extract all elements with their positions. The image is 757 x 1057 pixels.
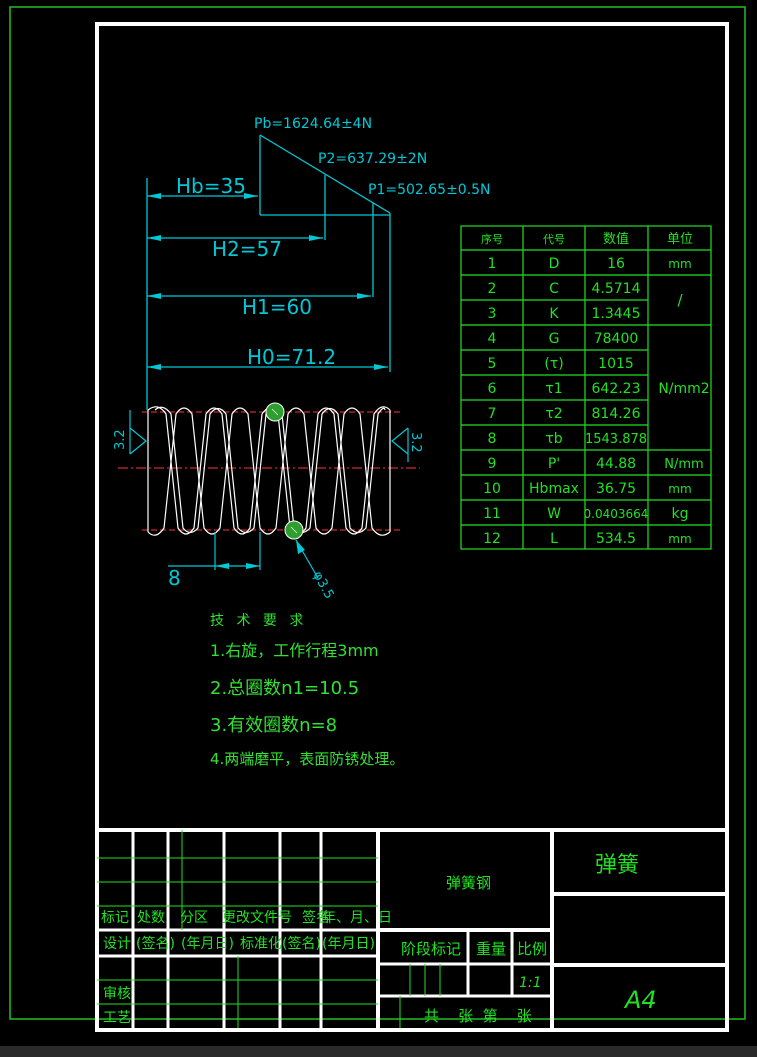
roughness-symbols	[129, 410, 409, 462]
tb-date: 年、月、日	[322, 910, 392, 926]
cell-value: 4.5714	[592, 281, 641, 297]
spring-drawing	[118, 402, 420, 540]
cell-value: 1543.878	[585, 432, 647, 447]
cell-value: 1.3445	[592, 306, 641, 322]
h1-label: H1=60	[242, 295, 312, 319]
tb-scale: 1:1	[519, 975, 542, 991]
th-no: 序号	[481, 232, 503, 246]
cell-code: W	[547, 506, 561, 522]
cell-no: 2	[488, 281, 497, 297]
dimension-arrows	[147, 193, 388, 370]
tb-material: 弹簧钢	[446, 874, 491, 892]
load-diagram	[146, 134, 391, 410]
param-table-grid	[460, 225, 712, 550]
tb-process: 工艺	[103, 1010, 131, 1026]
title-block	[97, 828, 727, 1028]
note-item-4: 4.两端磨平，表面防锈处理。	[210, 750, 405, 768]
cell-unit: N/mm	[664, 457, 703, 472]
tb-sheets: 共 张 第 张	[424, 1007, 532, 1025]
cell-code: P'	[548, 456, 560, 472]
cell-unit: N/mm2	[658, 381, 709, 397]
cell-no: 9	[488, 456, 497, 472]
pitch-dimension	[168, 532, 261, 570]
hb-label: Hb=35	[176, 174, 246, 198]
cell-code: D	[549, 256, 560, 272]
inner-frame	[95, 22, 729, 1032]
param-table-rows: 1 D 16 2 C 4.5714 3 K 1.3445 4 G 78400 5…	[483, 256, 710, 547]
th-unit: 单位	[667, 232, 693, 247]
p2-label: P2=637.29±2N	[318, 151, 427, 167]
cell-unit: /	[677, 291, 683, 309]
tb-standard: 标准化	[240, 936, 282, 952]
cell-value: 16	[607, 256, 625, 272]
cell-code: G	[549, 331, 560, 347]
pitch-label: 8	[168, 566, 181, 590]
cell-no: 1	[488, 256, 497, 272]
cell-code: C	[549, 281, 559, 297]
cell-unit: mm	[668, 532, 691, 546]
cell-value: 36.75	[596, 481, 636, 497]
cell-no: 8	[488, 431, 497, 447]
tb-sheet-size: A4	[623, 986, 657, 1014]
cell-code: τb	[545, 431, 562, 447]
tb-standard-date: (年月日)	[322, 936, 375, 952]
roughness-right-label: 3.2	[408, 432, 423, 453]
tb-design: 设计	[103, 936, 131, 952]
tb-weight: 重量	[476, 940, 506, 958]
cell-code: L	[550, 531, 558, 547]
p1-label: P1=502.65±0.5N	[368, 182, 491, 198]
cell-no: 11	[483, 506, 501, 522]
pb-label: Pb=1624.64±4N	[254, 116, 372, 132]
note-item-2: 2.总圈数n1=10.5	[210, 678, 360, 699]
cell-no: 4	[488, 331, 497, 347]
cell-value: 534.5	[596, 531, 636, 547]
cell-value: 1015	[598, 356, 634, 372]
roughness-left-label: 3.2	[113, 429, 128, 450]
cell-code: τ2	[545, 406, 562, 422]
cell-unit: kg	[672, 506, 689, 522]
tb-zone: 分区	[180, 910, 208, 926]
tb-part-name: 弹簧	[595, 853, 639, 878]
th-value: 数值	[603, 231, 629, 247]
cell-value: 642.23	[592, 381, 641, 397]
cell-unit: mm	[668, 482, 691, 496]
cell-no: 12	[483, 531, 501, 547]
note-item-1: 1.右旋，工作行程3mm	[210, 641, 379, 660]
tb-change-doc: 更改文件号	[222, 910, 292, 926]
wire-arrow	[296, 540, 305, 554]
tb-standard-sign: (签名)	[282, 935, 321, 952]
cell-code: K	[549, 306, 559, 322]
cell-value: 0.0403664	[584, 507, 649, 521]
note-item-3: 3.有效圈数n=8	[210, 715, 338, 736]
cell-no: 7	[488, 406, 497, 422]
tb-review: 审核	[103, 986, 131, 1002]
cell-no: 6	[488, 381, 497, 397]
cell-unit: mm	[668, 257, 691, 271]
tb-mark: 标记	[101, 910, 129, 926]
param-table-headers: 序号 代号 数值 单位	[481, 231, 693, 247]
cell-code: (τ)	[544, 356, 563, 372]
th-code: 代号	[543, 233, 565, 246]
notes-title: 技 术 要 求	[210, 613, 308, 629]
bottom-strip	[0, 1046, 757, 1057]
tb-design-date: (年月日)	[181, 936, 234, 952]
title-block-text: 标记 处数 分区 更改文件号 签名 年、月、日 设计 (签名) (年月日) 标准…	[101, 853, 657, 1026]
tb-design-sign: (签名)	[136, 935, 175, 952]
tb-stage-mark: 阶段标记	[401, 940, 461, 958]
cell-value: 814.26	[592, 406, 641, 422]
cell-value: 44.88	[596, 456, 636, 472]
wire-diameter-label: φ3.5	[309, 569, 336, 602]
cell-no: 10	[483, 481, 501, 497]
tb-ratio: 比例	[517, 940, 547, 958]
cell-code: τ1	[545, 381, 562, 397]
h2-label: H2=57	[212, 237, 282, 261]
h0-label: H0=71.2	[247, 345, 336, 369]
cell-code: Hbmax	[529, 481, 579, 497]
cell-no: 5	[488, 356, 497, 372]
tb-count: 处数	[137, 910, 165, 926]
cell-value: 78400	[594, 331, 639, 347]
tb-sign: 签名	[302, 909, 330, 926]
cell-no: 3	[488, 306, 497, 322]
